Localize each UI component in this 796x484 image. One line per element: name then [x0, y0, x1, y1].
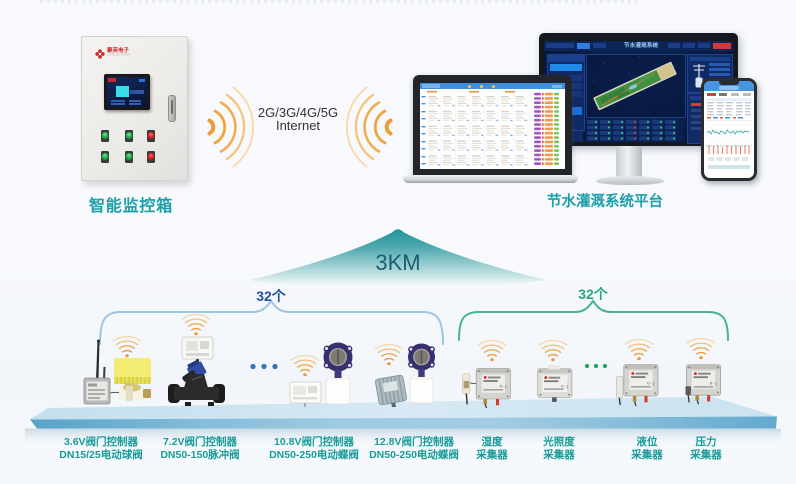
svg-text:O-]: O-] — [710, 381, 717, 386]
svg-text:O-]: O-] — [561, 385, 568, 390]
svg-text:O-]: O-] — [500, 384, 507, 389]
svg-text:O-]: O-] — [647, 381, 654, 386]
svg-text:3KM: 3KM — [375, 250, 420, 275]
